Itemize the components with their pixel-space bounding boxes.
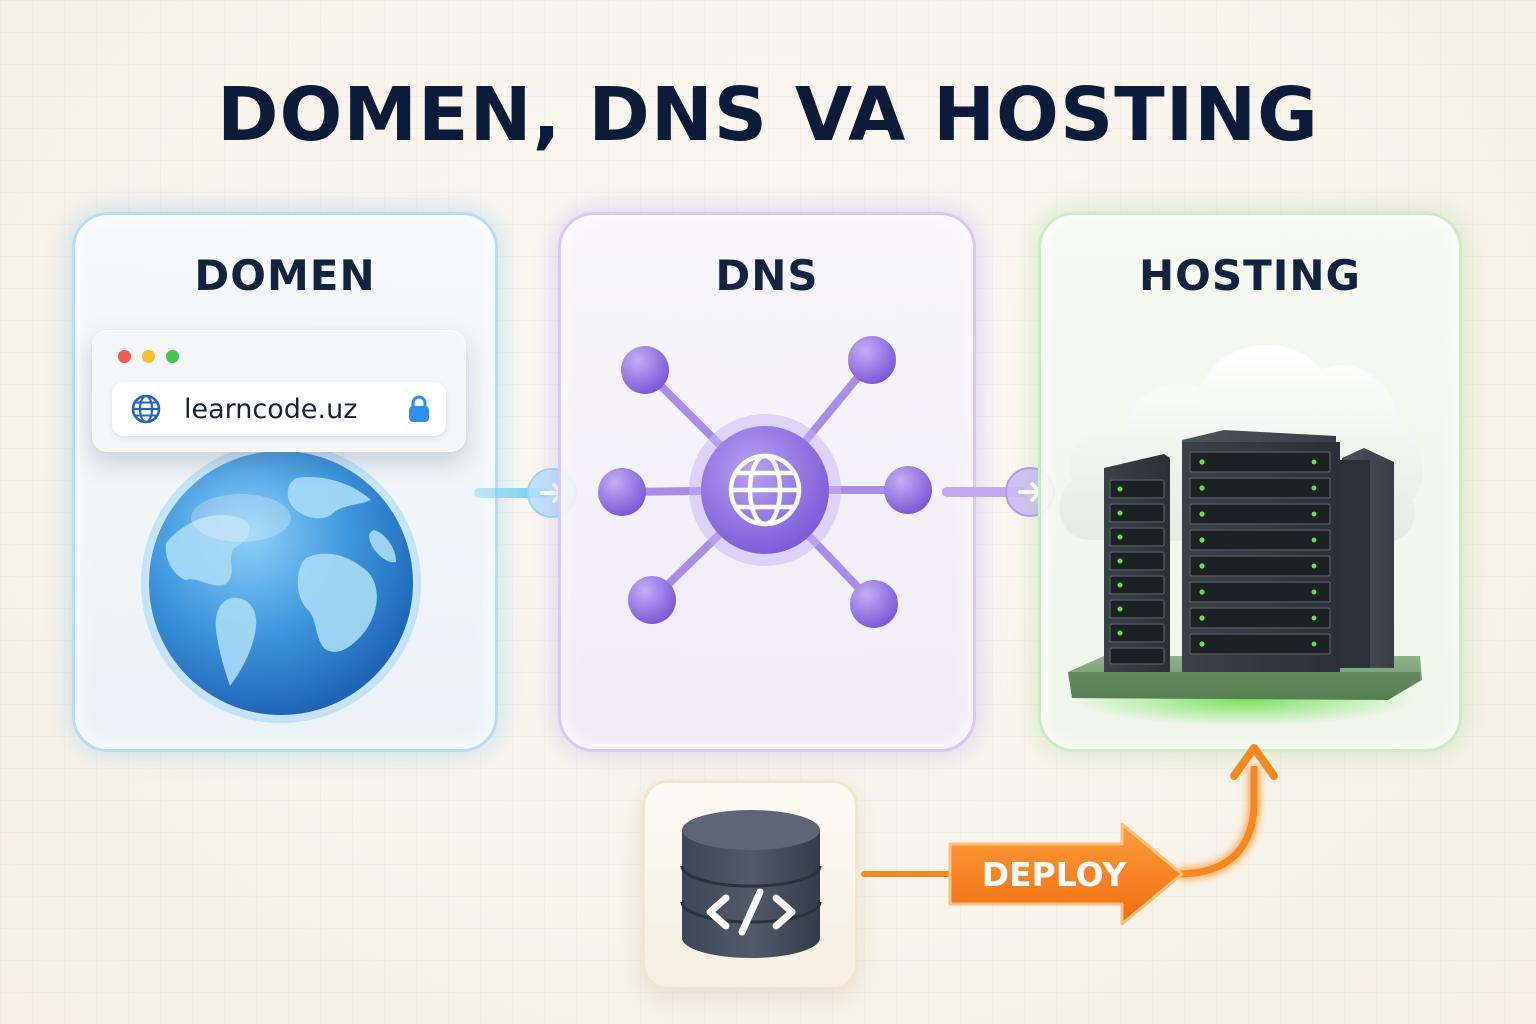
- domen-panel-title: DOMEN: [194, 251, 376, 300]
- window-maximize-dot[interactable]: [166, 350, 179, 363]
- lock-icon: [409, 395, 429, 422]
- database-code-icon: [680, 810, 822, 958]
- web-globe-icon: [131, 394, 161, 424]
- globe-icon: [141, 443, 421, 723]
- page-title: DOMEN, DNS VA HOSTING: [217, 72, 1319, 158]
- window-close-dot[interactable]: [118, 350, 131, 363]
- server-rack-icon: [1068, 430, 1422, 726]
- url-text: learncode.uz: [184, 394, 358, 425]
- window-minimize-dot[interactable]: [142, 350, 155, 363]
- url-bar[interactable]: learncode.uz: [112, 382, 446, 436]
- deploy-arrow[interactable]: DEPLOY: [858, 736, 1300, 926]
- browser-window: learncode.uz: [92, 330, 466, 452]
- hosting-panel-title: HOSTING: [1138, 251, 1361, 300]
- deploy-label: DEPLOY: [982, 855, 1128, 894]
- network-hub-icon: [598, 336, 932, 628]
- dns-panel-title: DNS: [715, 251, 819, 300]
